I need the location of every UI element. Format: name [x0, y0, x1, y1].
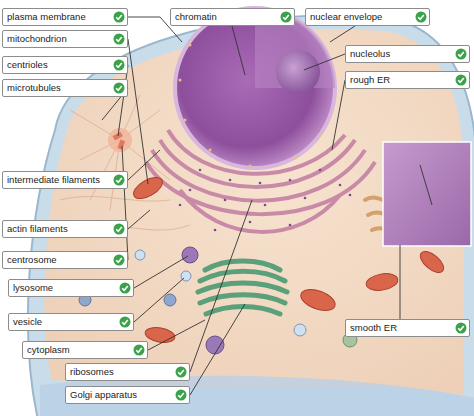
check-mark [418, 15, 424, 19]
label-box: rough ER [345, 71, 470, 89]
check-mark [122, 286, 128, 290]
check-circle [114, 12, 125, 23]
check-mark [116, 227, 122, 231]
check-circle [114, 224, 125, 235]
label-text: Golgi apparatus [70, 390, 137, 400]
label-text: intermediate filaments [7, 175, 100, 185]
check-circle [120, 317, 131, 328]
label-text: cytoplasm [27, 345, 70, 355]
label-text: microtubules [7, 83, 61, 93]
centrosome [108, 128, 132, 152]
check-circle [114, 60, 125, 71]
check-icon [119, 282, 131, 294]
check-circle [281, 12, 292, 23]
nucleus [175, 8, 335, 168]
check-icon [113, 223, 125, 235]
check-circle [114, 83, 125, 94]
label-box: chromatin [170, 8, 295, 26]
check-icon [113, 33, 125, 45]
check-mark [122, 320, 128, 324]
check-mark [116, 258, 122, 262]
label-box: mitochondrion [2, 30, 128, 48]
label-text: plasma membrane [7, 12, 86, 22]
check-icon [455, 48, 467, 60]
check-icon [113, 11, 125, 23]
check-circle [134, 345, 145, 356]
check-circle [114, 255, 125, 266]
check-mark [178, 370, 184, 374]
check-circle [120, 283, 131, 294]
label-text: lysosome [13, 283, 53, 293]
label-box: centrioles [2, 56, 128, 74]
label-box: centrosome [2, 251, 128, 269]
check-mark [116, 15, 122, 19]
check-circle [114, 34, 125, 45]
label-text: smooth ER [350, 323, 397, 333]
check-icon [455, 74, 467, 86]
check-icon [175, 366, 187, 378]
label-box: plasma membrane [2, 8, 128, 26]
label-text: ribosomes [70, 367, 114, 377]
check-mark [116, 86, 122, 90]
label-text: actin filaments [7, 224, 68, 234]
label-box: vesicle [8, 313, 134, 331]
check-circle [456, 323, 467, 334]
label-text: centrioles [7, 60, 48, 70]
check-icon [119, 316, 131, 328]
label-box: nucleolus [345, 45, 470, 63]
check-mark [116, 63, 122, 67]
check-icon [415, 11, 427, 23]
check-icon [113, 59, 125, 71]
label-box: smooth ER [345, 319, 470, 337]
check-mark [116, 178, 122, 182]
label-text: chromatin [175, 12, 217, 22]
label-box: cytoplasm [22, 341, 148, 359]
check-mark [283, 15, 289, 19]
nuclear-pores [179, 21, 322, 168]
check-icon [113, 254, 125, 266]
inset-zoom [383, 142, 471, 246]
check-mark [458, 52, 464, 56]
label-box: ribosomes [65, 363, 190, 381]
ribosome-dots [179, 169, 352, 232]
nucleolus [276, 50, 320, 94]
membrane-bottom [40, 376, 474, 416]
check-icon [113, 174, 125, 186]
check-circle [176, 367, 187, 378]
label-box: actin filaments [2, 220, 128, 238]
check-mark [458, 326, 464, 330]
label-box: lysosome [8, 279, 134, 297]
label-text: nucleolus [350, 49, 390, 59]
label-box: microtubules [2, 79, 128, 97]
label-box: Golgi apparatus [65, 386, 190, 404]
check-icon [455, 322, 467, 334]
label-text: vesicle [13, 317, 42, 327]
check-icon [175, 389, 187, 401]
vesicles [79, 247, 357, 354]
check-mark [458, 78, 464, 82]
label-box: intermediate filaments [2, 171, 128, 189]
check-icon [280, 11, 292, 23]
golgi-apparatus [198, 261, 287, 314]
check-mark [136, 348, 142, 352]
label-text: rough ER [350, 75, 390, 85]
label-text: nuclear envelope [310, 12, 382, 22]
check-circle [456, 75, 467, 86]
check-icon [133, 344, 145, 356]
check-mark [178, 393, 184, 397]
check-circle [114, 175, 125, 186]
check-circle [416, 12, 427, 23]
check-mark [116, 37, 122, 41]
check-circle [456, 49, 467, 60]
label-box: nuclear envelope [305, 8, 430, 26]
label-text: centrosome [7, 255, 57, 265]
check-icon [113, 82, 125, 94]
label-text: mitochondrion [7, 34, 67, 44]
check-circle [176, 390, 187, 401]
